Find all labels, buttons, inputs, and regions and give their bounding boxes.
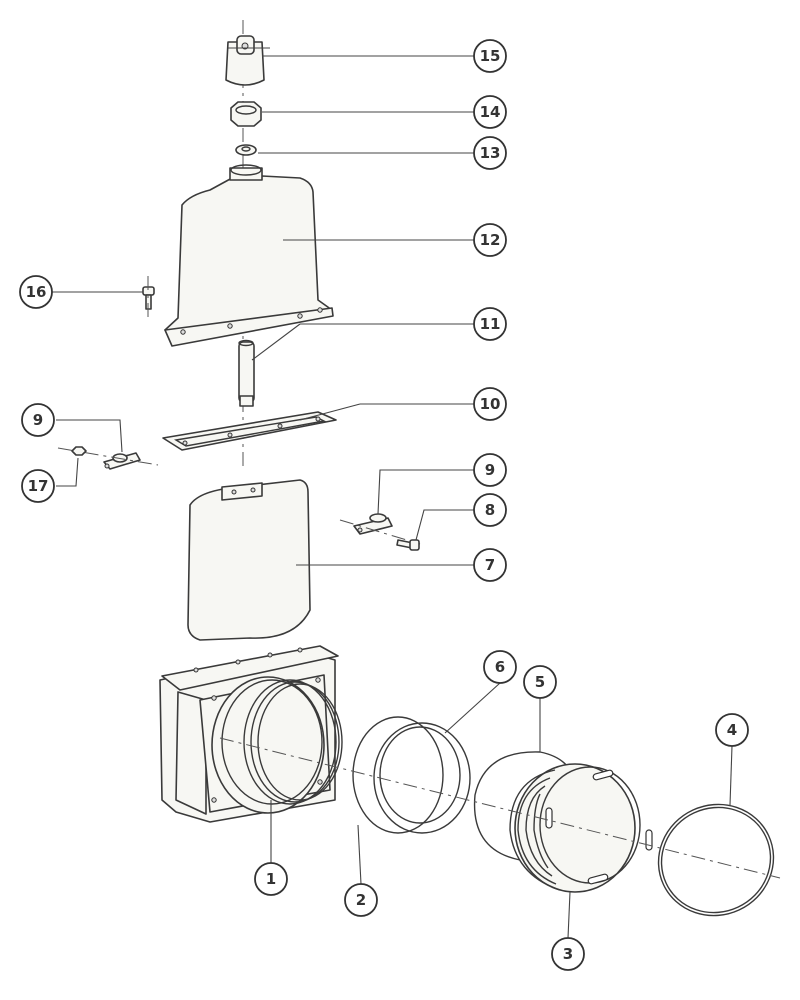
callout-9-right: 9 <box>473 453 507 487</box>
part-10-gasket <box>162 411 337 451</box>
callout-1: 1 <box>254 862 288 896</box>
callout-6: 6 <box>483 650 517 684</box>
part-4-o-ring <box>657 803 775 917</box>
callout-9-right-label: 9 <box>485 461 495 479</box>
part-8-screw <box>396 539 420 551</box>
callout-4-label: 4 <box>727 721 737 739</box>
callout-5: 5 <box>523 665 557 699</box>
callout-7-label: 7 <box>485 556 495 574</box>
callout-11: 11 <box>473 307 507 341</box>
callout-13-label: 13 <box>480 144 501 162</box>
callout-5-label: 5 <box>535 673 545 691</box>
callout-14: 14 <box>473 95 507 129</box>
part-17-nut <box>71 446 87 456</box>
callout-16: 16 <box>19 275 53 309</box>
callout-10: 10 <box>473 387 507 421</box>
callout-10-label: 10 <box>480 395 501 413</box>
callout-1-label: 1 <box>266 870 276 888</box>
callout-17: 17 <box>21 469 55 503</box>
callout-3-label: 3 <box>563 945 573 963</box>
callout-6-label: 6 <box>495 658 505 676</box>
part-9-clamp-right <box>339 513 421 545</box>
callout-17-label: 17 <box>28 477 49 495</box>
callout-2: 2 <box>344 883 378 917</box>
callout-9-left: 9 <box>21 403 55 437</box>
part-9-clamp-left <box>57 447 159 470</box>
callout-14-label: 14 <box>480 103 501 121</box>
callout-2-label: 2 <box>356 891 366 909</box>
leader-lines <box>50 55 733 939</box>
part-14-nut <box>230 101 262 127</box>
callout-7: 7 <box>473 548 507 582</box>
part-12-bonnet <box>164 164 334 347</box>
callout-15-label: 15 <box>480 47 501 65</box>
part-3-sleeve <box>509 763 653 893</box>
callout-15: 15 <box>473 39 507 73</box>
part-15-clevis <box>225 35 270 86</box>
callout-4: 4 <box>715 713 749 747</box>
part-11-stem <box>238 339 255 407</box>
callout-11-label: 11 <box>480 315 501 333</box>
callout-8: 8 <box>473 493 507 527</box>
callout-8-label: 8 <box>485 501 495 519</box>
part-16-bolt <box>142 276 155 318</box>
part-2-seal-ring <box>352 716 471 834</box>
callout-3: 3 <box>551 937 585 971</box>
part-1-valve-body <box>159 645 343 823</box>
callout-16-label: 16 <box>26 283 47 301</box>
part-7-gate <box>187 479 311 641</box>
callout-13: 13 <box>473 136 507 170</box>
callout-12: 12 <box>473 223 507 257</box>
callout-12-label: 12 <box>480 231 501 249</box>
callout-9-left-label: 9 <box>33 411 43 429</box>
part-13-washer <box>235 144 257 156</box>
